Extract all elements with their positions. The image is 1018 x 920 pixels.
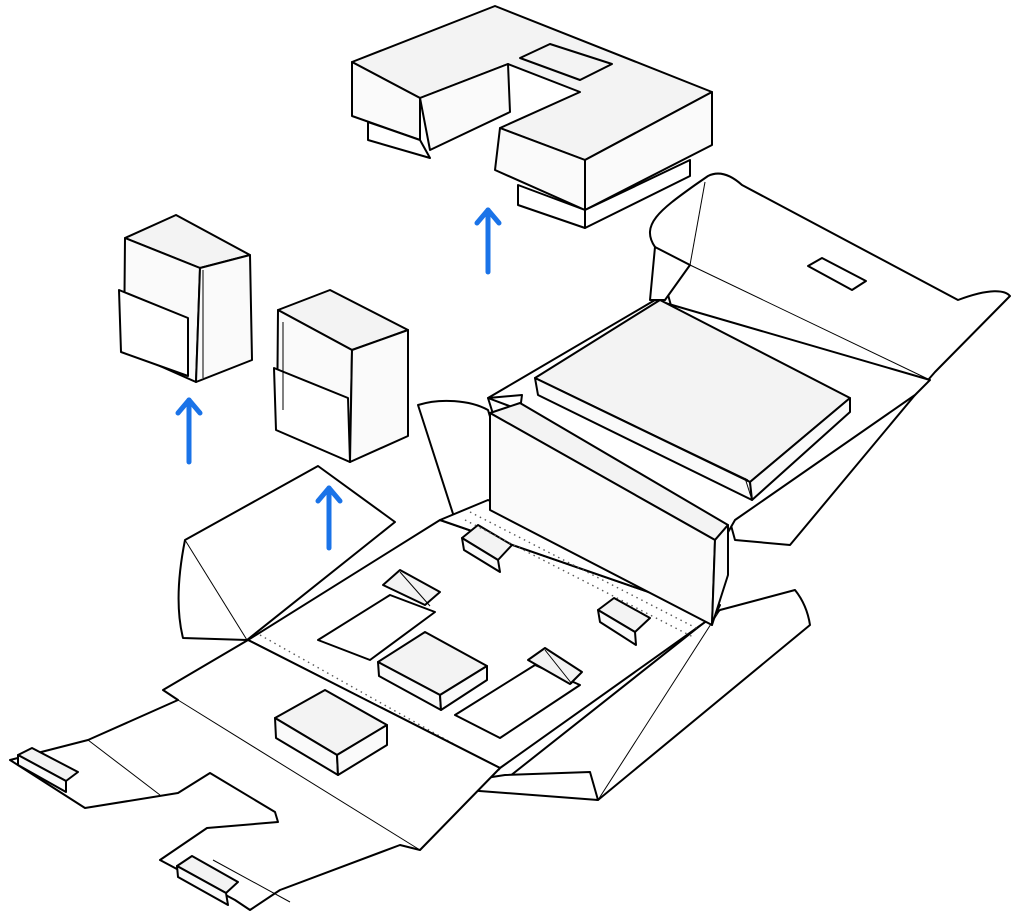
- tray-cradle-left: [317, 569, 441, 661]
- perforation-line-back: [469, 511, 701, 631]
- perforation-line-front: [259, 634, 501, 771]
- arrow-up-icon: [472, 205, 504, 277]
- accessory-box-front: [274, 689, 388, 776]
- box-right-flap: [426, 589, 811, 801]
- arrow-up-icon: [173, 395, 205, 467]
- box-left-flap: [177, 465, 396, 641]
- arrow-up-icon: [313, 483, 345, 553]
- lid-handle-slot: [807, 257, 867, 291]
- tray-clip-back-left: [461, 524, 513, 573]
- leg-clip-right: [176, 855, 239, 906]
- foam-insert-top-large: [351, 5, 713, 229]
- tray-cradle-right: [454, 647, 583, 739]
- component-box-flat: [534, 299, 851, 501]
- foam-insert-left: [118, 214, 253, 383]
- tray-back-block: [489, 402, 729, 626]
- leg-clip-left: [17, 747, 79, 793]
- accessory-box-center: [377, 631, 488, 711]
- foam-insert-middle: [273, 289, 409, 463]
- open-shipping-box: [9, 172, 1011, 911]
- tray-clip-back-right: [597, 597, 651, 646]
- box-front-panel: [9, 639, 501, 911]
- perforation-line-back-2: [464, 519, 696, 639]
